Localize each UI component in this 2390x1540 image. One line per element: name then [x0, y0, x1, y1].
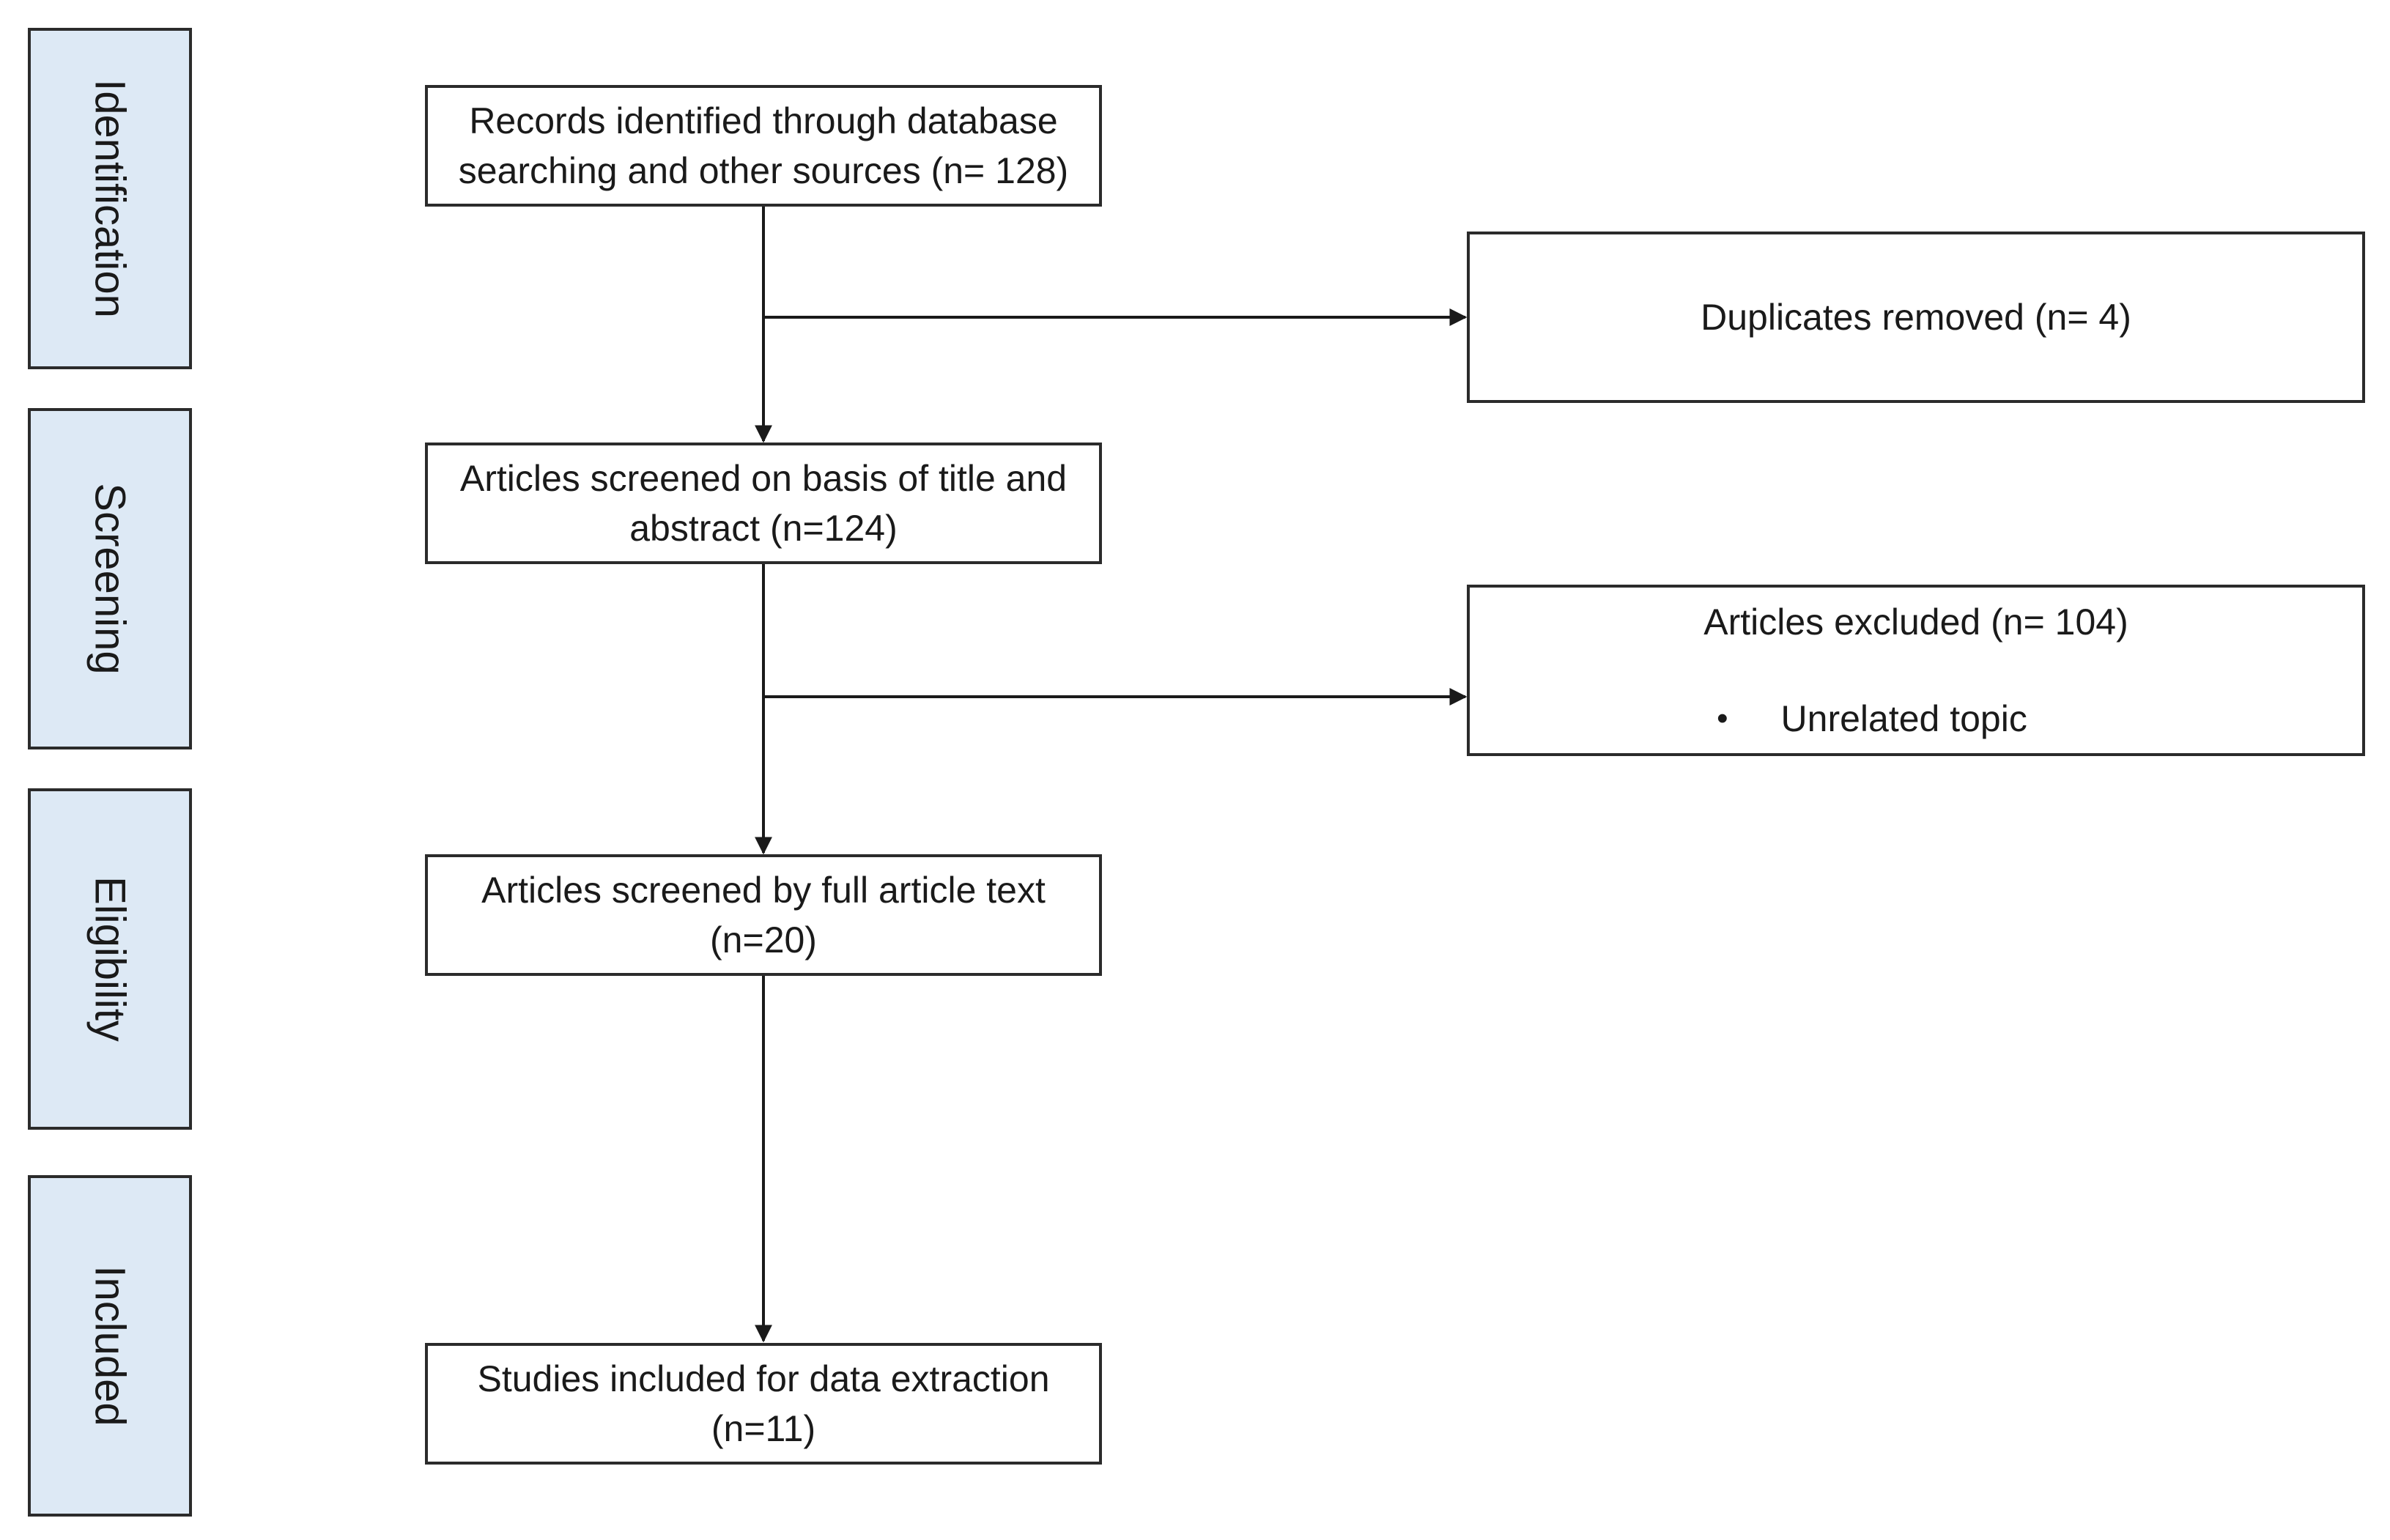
records-identified-line1: Records identified through database	[469, 100, 1058, 141]
duplicates-removed-box: Duplicates removed (n= 4)	[1467, 232, 2365, 403]
phase-screening: Screening	[28, 408, 192, 749]
included-line2: (n=11)	[711, 1408, 816, 1449]
records-identified-box: Records identified through database sear…	[425, 85, 1102, 207]
phase-label: Included	[86, 1265, 134, 1426]
phase-label: Screening	[86, 483, 134, 675]
records-identified-line2: searching and other sources (n= 128)	[458, 150, 1069, 191]
phase-included: Included	[28, 1175, 192, 1517]
excluded-reason-item: • Unrelated topic	[1717, 694, 2027, 744]
included-line1: Studies included for data extraction	[477, 1358, 1050, 1399]
excluded-title: Articles excluded (n= 104)	[1703, 601, 2128, 643]
excluded-reason: Unrelated topic	[1780, 698, 2027, 739]
phase-identification: Identification	[28, 28, 192, 369]
duplicates-text: Duplicates removed (n= 4)	[1701, 297, 2131, 338]
phase-eligibility: Eligibility	[28, 788, 192, 1130]
full-text-screening-box: Articles screened by full article text (…	[425, 854, 1102, 976]
screened-line2: abstract (n=124)	[629, 508, 898, 549]
bullet-icon: •	[1717, 700, 1728, 736]
articles-excluded-box: Articles excluded (n= 104) • Unrelated t…	[1467, 585, 2365, 756]
phase-label: Eligibility	[86, 876, 134, 1042]
phase-label: Identification	[86, 79, 134, 318]
studies-included-box: Studies included for data extraction (n=…	[425, 1343, 1102, 1465]
screened-line1: Articles screened on basis of title and	[459, 458, 1068, 499]
screened-title-abstract-box: Articles screened on basis of title and …	[425, 443, 1102, 564]
full-text-line2: (n=20)	[710, 919, 817, 960]
full-text-line1: Articles screened by full article text	[481, 870, 1046, 911]
